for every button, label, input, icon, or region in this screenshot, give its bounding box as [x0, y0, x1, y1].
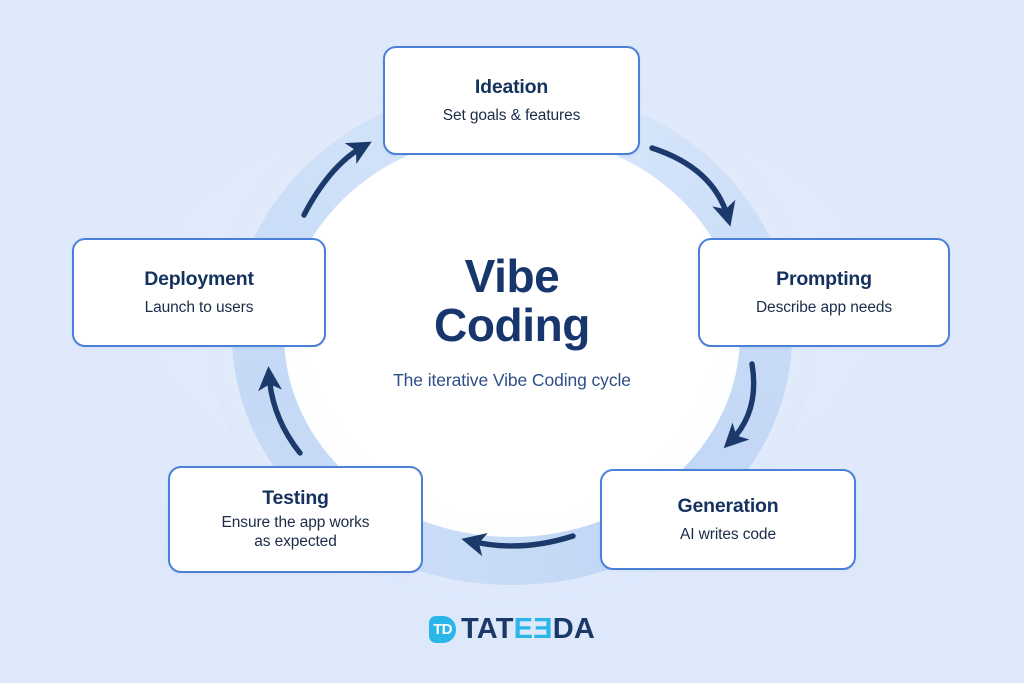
center-subtitle: The iterative Vibe Coding cycle	[393, 369, 631, 390]
node-prompting-desc: Describe app needs	[755, 298, 893, 316]
center-title: Vibe Coding	[297, 252, 727, 350]
center-label: Vibe Coding The iterative Vibe Coding cy…	[297, 252, 727, 391]
arrow-deployment-to-ideation	[301, 141, 372, 218]
node-generation-desc: AI writes code	[680, 525, 776, 543]
logo-word-part-1: TAT	[460, 613, 514, 645]
arrow-ideation-to-prompting	[649, 145, 736, 227]
tateeda-logo-badge-icon: TD	[428, 616, 456, 643]
node-generation[interactable]: Generation AI writes code	[600, 469, 856, 570]
arrow-testing-to-deployment	[258, 366, 303, 456]
node-ideation-title: Ideation	[474, 76, 549, 99]
node-testing[interactable]: Testing Ensure the app works as expected	[168, 466, 423, 573]
logo-word-cyan-e: E	[513, 613, 534, 645]
node-deployment-desc: Launch to users	[144, 298, 254, 316]
arrow-prompting-to-generation	[723, 361, 757, 449]
center-title-line-2: Coding	[434, 298, 590, 351]
node-ideation[interactable]: Ideation Set goals & features	[383, 46, 640, 155]
center-title-line-1: Vibe	[464, 250, 560, 302]
node-generation-title: Generation	[677, 495, 779, 518]
node-testing-title: Testing	[262, 487, 329, 510]
node-prompting[interactable]: Prompting Describe app needs	[698, 238, 950, 347]
node-prompting-title: Prompting	[776, 268, 872, 291]
node-deployment-title: Deployment	[144, 268, 254, 291]
logo-word-part-2: DA	[552, 613, 596, 645]
node-testing-desc: Ensure the app works as expected	[221, 513, 370, 551]
node-deployment[interactable]: Deployment Launch to users	[72, 238, 326, 347]
logo-word-flipped-e: E	[533, 613, 553, 645]
node-ideation-desc: Set goals & features	[442, 106, 581, 124]
arrow-generation-to-testing	[461, 532, 576, 557]
